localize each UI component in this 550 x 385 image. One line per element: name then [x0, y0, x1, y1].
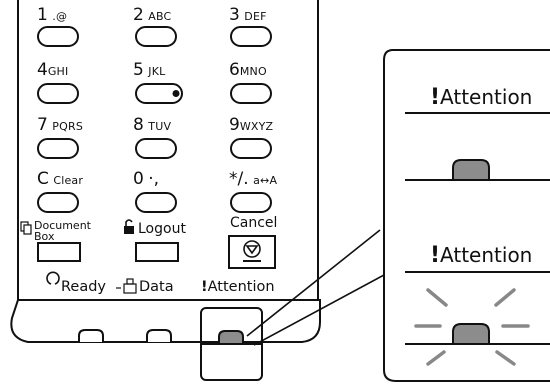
document-box-icon — [20, 221, 32, 235]
key-star-label: */. a↔A — [229, 169, 278, 189]
key-0[interactable] — [135, 192, 177, 213]
key-document-box[interactable] — [37, 242, 81, 262]
ready-circle-icon — [46, 271, 60, 285]
callout-top-label: !Attention — [430, 85, 533, 110]
key-9[interactable] — [230, 138, 272, 159]
key-clear[interactable] — [37, 192, 79, 213]
key-5[interactable] — [135, 83, 183, 104]
key-star[interactable] — [230, 192, 272, 213]
data-label: Data — [139, 279, 174, 295]
cancel-label: Cancel — [230, 215, 278, 231]
key-2-label: 2 ABC — [133, 5, 172, 25]
callout-frame — [383, 49, 550, 382]
callout-lamp-steady — [452, 159, 490, 181]
ready-label: Ready — [61, 279, 107, 295]
key-6-label: 6MNO — [229, 60, 267, 80]
key-8[interactable] — [135, 138, 177, 159]
key-3[interactable] — [230, 26, 272, 47]
attention-indicator-label: !Attention — [201, 279, 275, 295]
key-1-label: 1 .@ — [37, 5, 68, 25]
key-7[interactable] — [37, 138, 79, 159]
key-4-label: 4GHI — [37, 60, 69, 80]
leader-line-top — [246, 229, 381, 337]
stop-icon — [243, 240, 261, 262]
dot-icon — [172, 90, 180, 97]
key-9-label: 9WXYZ — [229, 115, 274, 135]
panel-outline — [10, 0, 321, 343]
key-4[interactable] — [37, 83, 79, 104]
lamp-ready — [78, 329, 104, 342]
key-2[interactable] — [135, 26, 177, 47]
callout-lamp-flashing — [452, 323, 490, 345]
key-logout[interactable] — [135, 242, 179, 262]
zoom-box — [200, 307, 263, 381]
key-3-label: 3 DEF — [229, 5, 267, 25]
key-5-label: 5 JKL — [133, 60, 166, 80]
key-7-label: 7 PQRS — [37, 115, 83, 135]
lock-icon — [124, 219, 134, 234]
key-1[interactable] — [37, 26, 79, 47]
lamp-data — [146, 329, 172, 342]
data-printer-icon — [116, 278, 137, 294]
lamp-attention — [218, 330, 244, 345]
key-8-label: 8 TUV — [133, 115, 172, 135]
key-clear-label: C Clear — [37, 169, 84, 189]
flash-rays-icon — [414, 288, 530, 366]
key-6[interactable] — [230, 83, 272, 104]
key-0-label: 0 ·, — [133, 169, 160, 189]
callout-bottom-label: !Attention — [430, 243, 533, 268]
leader-line-bottom — [253, 274, 385, 346]
logout-label: Logout — [138, 221, 186, 237]
